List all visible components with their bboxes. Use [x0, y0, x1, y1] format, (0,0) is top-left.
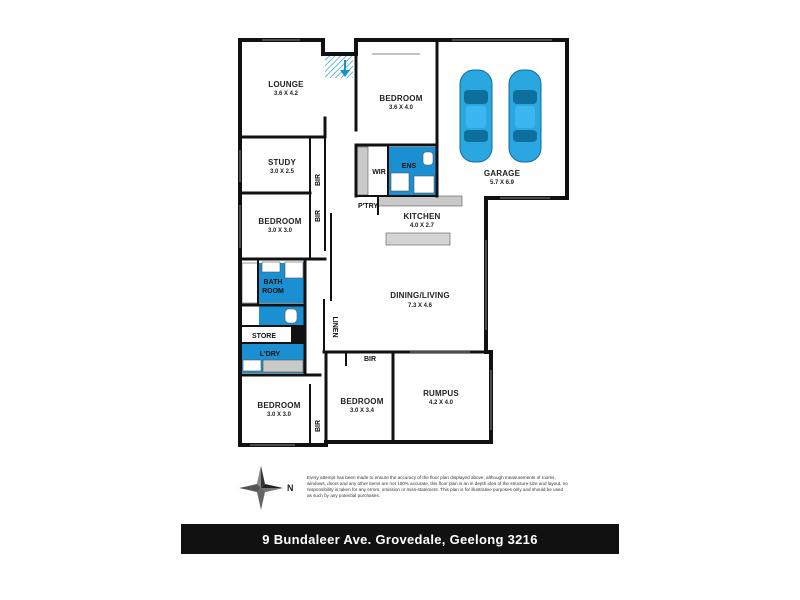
label-bathroom-line-2: ROOM — [262, 288, 284, 295]
room-dim-kitchen: 4.0 X 2.7 — [410, 223, 435, 229]
room-dim-dining-living: 7.3 X 4.6 — [408, 303, 433, 309]
room-dim-bedroom-2: 3.0 X 3.0 — [268, 228, 293, 234]
area-labels: WIR ENS P'TRY BIR BIR BATH ROOM STORE L'… — [252, 163, 417, 432]
entry-hatch — [325, 56, 353, 78]
car-icon — [508, 69, 542, 163]
ensuite-shower — [390, 172, 410, 192]
room-dim-rumpus: 4.2 X 4.0 — [429, 400, 454, 406]
room-name-study: STUDY — [268, 158, 297, 167]
ensuite-toilet — [422, 151, 434, 166]
label-linen: LINEN — [331, 317, 338, 338]
kitchen-bench — [377, 195, 463, 207]
store-block — [291, 327, 305, 343]
wir-shelf — [356, 146, 369, 196]
ensuite-vanity — [413, 175, 435, 194]
room-name-bedroom-3: BEDROOM — [257, 401, 300, 410]
room-dim-bedroom-4: 3.0 X 3.4 — [350, 408, 375, 414]
bath-tub — [241, 262, 259, 304]
car-icon — [459, 69, 493, 163]
room-name-bedroom-1: BEDROOM — [379, 94, 422, 103]
room-name-kitchen: KITCHEN — [404, 212, 441, 221]
bath-shower — [284, 261, 304, 279]
room-dim-lounge: 3.6 X 4.2 — [274, 91, 299, 97]
room-name-bedroom-4: BEDROOM — [340, 397, 383, 406]
entry-arrow-icon — [340, 60, 350, 77]
room-name-garage: GARAGE — [484, 169, 521, 178]
room-dim-bedroom-1: 3.6 X 4.0 — [389, 105, 414, 111]
room-name-lounge: LOUNGE — [268, 80, 304, 89]
kitchen-island — [385, 232, 451, 246]
room-name-bedroom-2: BEDROOM — [258, 217, 301, 226]
room-dim-study: 3.0 X 2.5 — [270, 169, 295, 175]
disclaimer-text: Every attempt has been made to ensure th… — [307, 475, 568, 498]
bath-vanity — [261, 261, 281, 273]
label-bir-bedroom-3: BIR — [315, 420, 322, 432]
label-bir-bedroom-4: BIR — [364, 356, 376, 363]
label-bir-study: BIR — [315, 174, 322, 186]
laundry-tub — [242, 359, 262, 372]
toilet-bowl — [284, 308, 298, 324]
label-bathroom-line-1: BATH — [264, 279, 283, 286]
address-banner: 9 Bundaleer Ave. Grovedale, Geelong 3216 — [181, 524, 619, 554]
compass-north-letter: N — [287, 483, 294, 493]
property-address: 9 Bundaleer Ave. Grovedale, Geelong 3216 — [262, 531, 538, 547]
room-dim-bedroom-3: 3.0 X 3.0 — [267, 412, 292, 418]
windows — [239, 39, 552, 446]
room-dim-garage: 5.7 X 6.9 — [490, 180, 515, 186]
label-pantry: P'TRY — [358, 203, 378, 210]
room-name-rumpus: RUMPUS — [423, 389, 459, 398]
toilet-room — [259, 306, 305, 326]
label-bir-bedroom-2: BIR — [315, 210, 322, 222]
laundry-bench — [262, 359, 304, 373]
label-wir: WIR — [372, 169, 386, 176]
room-name-dining-living: DINING/LIVING — [390, 291, 450, 300]
fixtures — [241, 146, 463, 373]
label-ensuite: ENS — [402, 163, 417, 170]
compass-icon — [239, 466, 283, 510]
label-laundry: L'DRY — [260, 351, 281, 358]
room-labels: LOUNGE 3.6 X 4.2 BEDROOM 3.6 X 4.0 STUDY… — [257, 80, 520, 418]
label-store: STORE — [252, 333, 276, 340]
